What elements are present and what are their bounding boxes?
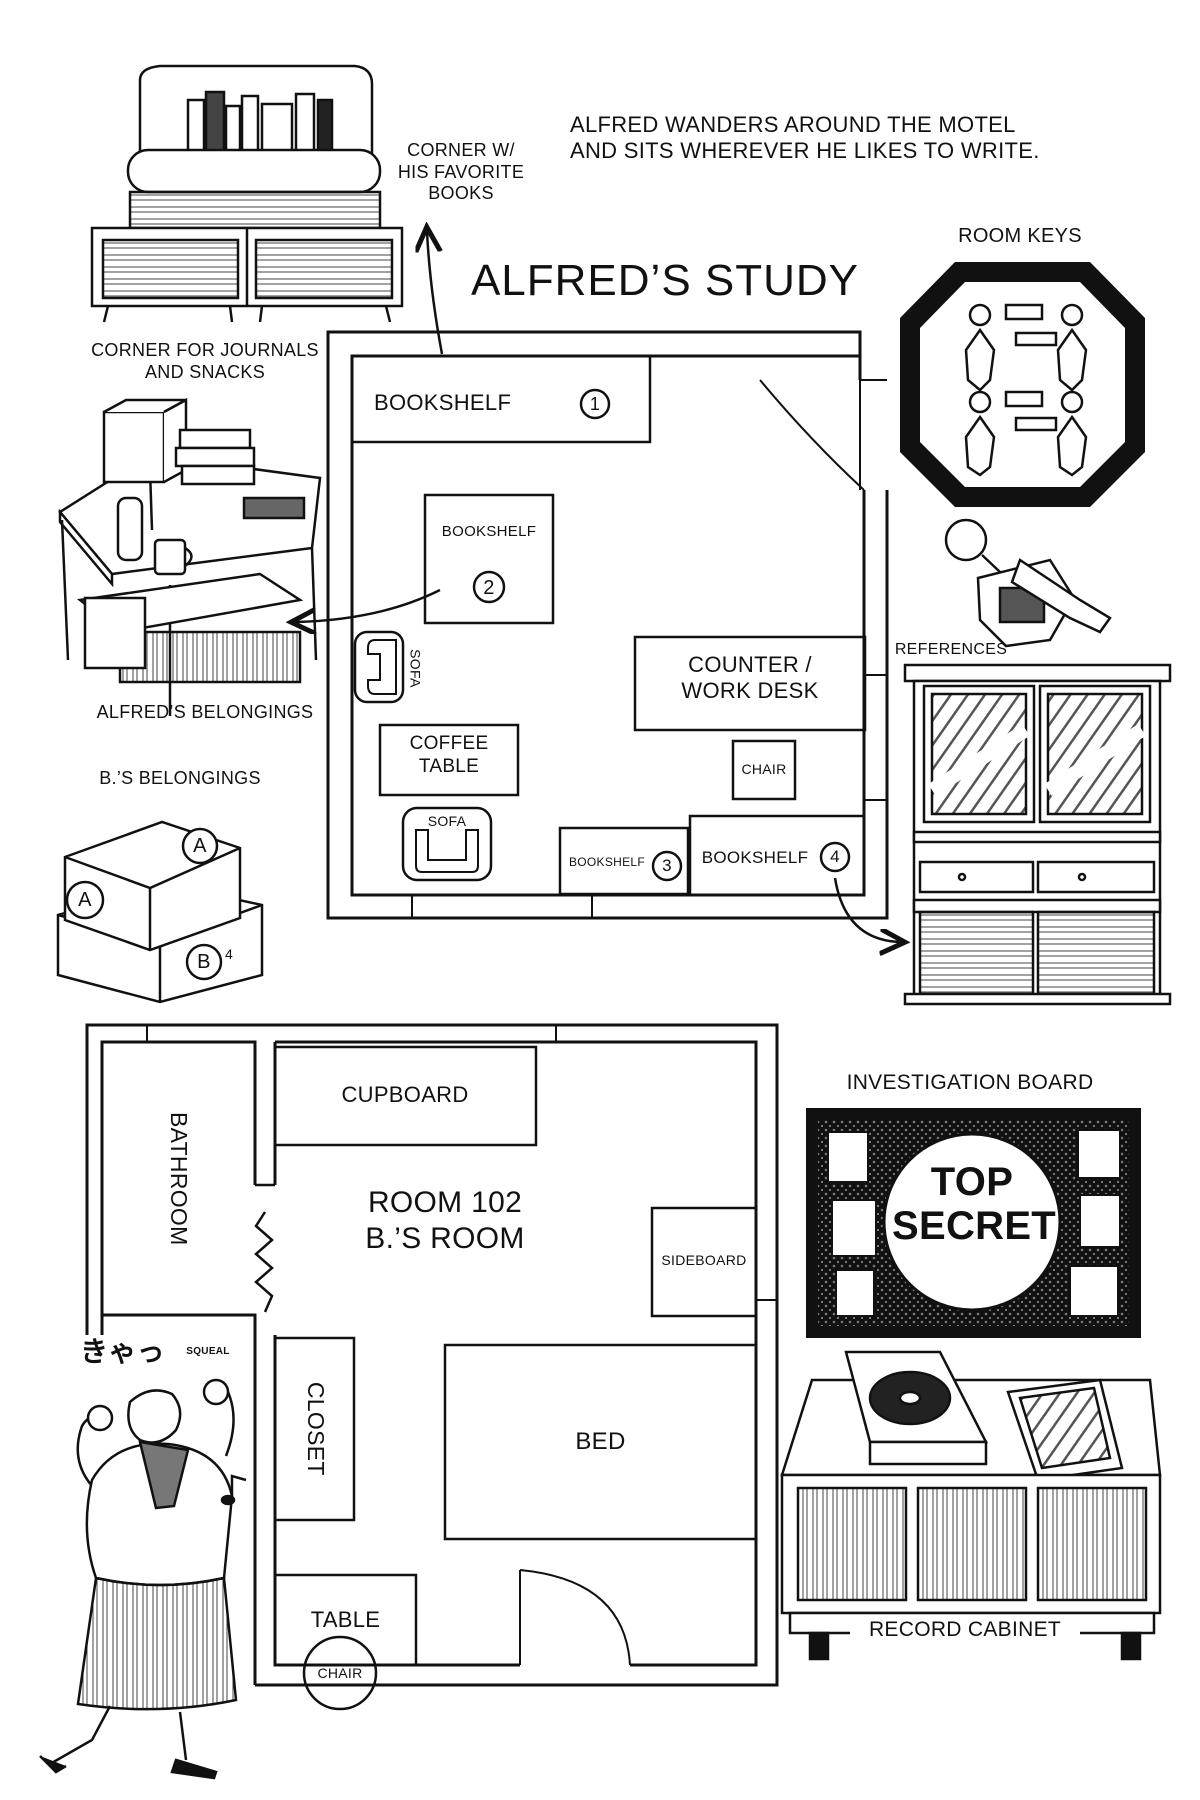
references-cabinet-illustration	[903, 663, 1172, 1006]
journals-line-1: CORNER FOR JOURNALS	[91, 340, 319, 360]
callout-arrows	[296, 232, 900, 942]
squealing-character-illustration	[39, 1378, 247, 1780]
sofa-left-label: SOFA	[407, 649, 424, 688]
favorite-books-line-1: CORNER W/	[407, 140, 515, 160]
top-secret-stamp: TOP SECRET	[892, 1160, 1057, 1248]
stamp-secret: SECRET	[892, 1204, 1057, 1248]
favorite-books-line-2: HIS FAVORITE	[397, 161, 525, 182]
room-keys-illustration	[900, 262, 1145, 507]
coffee-table-label: COFFEE TABLE	[380, 733, 518, 779]
sofa-bottom-label: SOFA	[427, 813, 467, 829]
room-102-title: ROOM 102 B.’S ROOM	[330, 1185, 560, 1257]
favorite-books-line-3: BOOKS	[428, 183, 494, 204]
cupboard-label: CUPBOARD	[341, 1082, 469, 1107]
closet-label: CLOSET	[302, 1381, 329, 1476]
favorite-books-caption: CORNER W/ HIS FAVORITE BOOKS	[386, 140, 536, 205]
box-label-a-side: A	[78, 889, 92, 911]
header-note-line-1: ALFRED WANDERS AROUND THE MOTEL	[570, 112, 1016, 137]
squeal-japanese: きゃっ	[80, 1336, 165, 1367]
room-102-chair-label: CHAIR	[317, 1665, 363, 1681]
bookshelf-4-number: 4	[830, 847, 840, 866]
coffee-table-line-1: COFFEE	[409, 733, 489, 754]
journals-line-2: AND SNACKS	[144, 361, 266, 382]
box-label-b-sub: 4	[224, 946, 234, 962]
boxes-illustration	[56, 820, 264, 1004]
favorite-books-illustration	[90, 64, 404, 323]
box-label-a-top: A	[193, 835, 207, 857]
bookshelf-2-number: 2	[483, 577, 495, 599]
investigation-board-caption: INVESTIGATION BOARD	[846, 1071, 1094, 1094]
study-floor-plan	[326, 330, 889, 920]
header-note-line-2: AND SITS WHEREVER HE LIKES TO WRITE.	[570, 138, 1040, 164]
room-102-title-line-2: B.’S ROOM	[365, 1222, 525, 1255]
bed-label: BED	[575, 1428, 626, 1455]
bookshelf-3-number: 3	[662, 856, 672, 875]
counter-work-desk-label: COUNTER / WORK DESK	[635, 652, 865, 705]
squeal-english: SQUEAL	[186, 1346, 230, 1357]
bookshelf-1-number: 1	[589, 394, 601, 414]
key-fob-illustration	[944, 518, 1112, 648]
references-caption: REFERENCES	[894, 641, 1008, 658]
sideboard-label: SIDEBOARD	[661, 1252, 747, 1268]
journals-caption: CORNER FOR JOURNALS AND SNACKS	[80, 340, 330, 383]
bookshelf-3-label: BOOKSHELF	[568, 855, 646, 869]
table-label: TABLE	[310, 1607, 381, 1632]
record-cabinet-caption: RECORD CABINET	[850, 1617, 1080, 1643]
alfreds-belongings-caption: ALFRED’S BELONGINGS	[96, 702, 314, 722]
bookshelf-1-label: BOOKSHELF	[374, 390, 512, 415]
box-label-b: B	[197, 951, 211, 973]
study-title: ALFRED’S STUDY	[470, 256, 860, 305]
header-note: ALFRED WANDERS AROUND THE MOTEL AND SITS…	[570, 112, 1090, 165]
bookshelf-4-label: BOOKSHELF	[701, 848, 809, 867]
b-belongings-caption: B.’S BELONGINGS	[99, 768, 261, 788]
bookshelf-2-label: BOOKSHELF	[441, 523, 537, 540]
stamp-top: TOP	[930, 1160, 1014, 1204]
room-keys-caption: ROOM KEYS	[958, 225, 1082, 247]
record-cabinet-illustration	[780, 1350, 1162, 1661]
investigation-board-illustration	[806, 1108, 1141, 1338]
study-chair-label: CHAIR	[741, 761, 787, 777]
room-102-floor-plan	[85, 1023, 779, 1711]
bathroom-label: BATHROOM	[165, 1112, 192, 1246]
room-102-title-line-1: ROOM 102	[367, 1186, 523, 1219]
counter-line-2: WORK DESK	[681, 678, 819, 704]
counter-line-1: COUNTER /	[688, 652, 812, 677]
journals-table-illustration	[58, 397, 322, 716]
coffee-table-line-2: TABLE	[418, 755, 480, 777]
